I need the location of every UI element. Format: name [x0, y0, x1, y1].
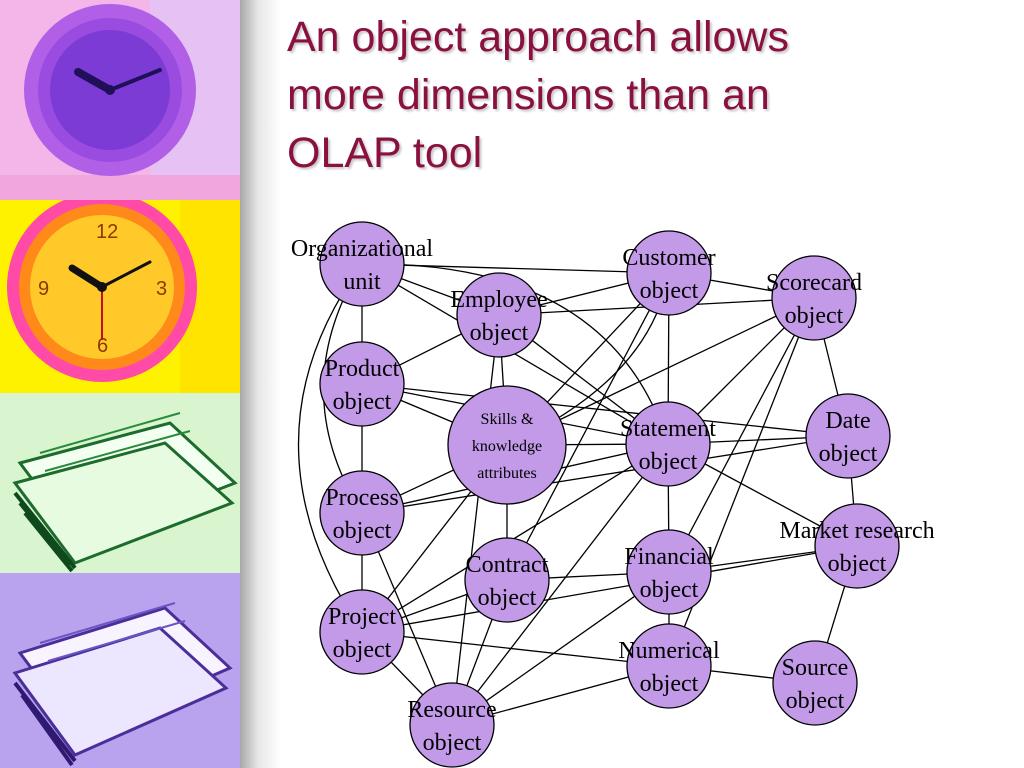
- node-label: object: [423, 730, 482, 756]
- edge-market-project: [361, 545, 858, 633]
- title-line: more dimensions than an: [287, 71, 770, 119]
- svg-text:9: 9: [38, 278, 49, 300]
- node-circle: [772, 640, 858, 726]
- curved-edge-org-project: [297, 263, 363, 633]
- node-financial: Financial object: [624, 529, 714, 615]
- node-statement: Statement object: [620, 401, 716, 487]
- node-circle: [319, 589, 405, 675]
- svg-text:12: 12: [96, 221, 118, 243]
- node-label: object: [333, 518, 392, 544]
- green-paper-stack-icon: [0, 393, 240, 573]
- node-circle: [409, 682, 495, 768]
- purple-clock-tile: [0, 0, 240, 200]
- node-label: knowledge: [472, 438, 542, 455]
- node-product: Product object: [319, 341, 405, 427]
- node-label: object: [639, 449, 698, 475]
- svg-text:3: 3: [156, 278, 167, 300]
- title-line: An object approach allows: [287, 13, 789, 61]
- node-label: Market research: [779, 518, 934, 544]
- node-circle: [626, 529, 712, 615]
- node-numerical: Numerical object: [618, 623, 720, 709]
- node-label: object: [640, 577, 699, 603]
- node-circle: [464, 537, 550, 623]
- diagram-nodes: OrganizationalunitEmployeeobjectCustomer…: [291, 221, 935, 768]
- edge-statement-resource: [451, 443, 669, 726]
- node-label: object: [333, 389, 392, 415]
- node-label: object: [785, 303, 844, 329]
- node-source: Source object: [772, 640, 858, 726]
- strip-shadow: [240, 0, 280, 768]
- node-process: Process object: [319, 470, 405, 556]
- orange-clock-tile: 12 3 6 9: [0, 200, 240, 393]
- slide-title: An object approach allows more dimension…: [287, 8, 1007, 182]
- node-customer: Customer object: [622, 230, 716, 316]
- node-label: Customer: [622, 245, 715, 271]
- edge-scorecard-numerical: [668, 297, 815, 667]
- node-contract: Contract object: [464, 537, 550, 623]
- node-label: attributes: [477, 465, 537, 482]
- node-label: Employee: [450, 287, 547, 313]
- node-circle: [456, 272, 542, 358]
- node-label: Contract: [466, 552, 549, 578]
- edge-numerical-project: [361, 631, 670, 667]
- node-circle: [319, 470, 405, 556]
- green-papers-tile: [0, 393, 240, 573]
- edge-scorecard-financial: [668, 297, 815, 573]
- node-employee: Employee object: [450, 272, 548, 358]
- node-label: Skills &: [481, 411, 534, 428]
- edge-statement-project: [361, 443, 669, 633]
- node-circle: [625, 401, 711, 487]
- edge-date-process: [361, 435, 849, 514]
- node-date: Date object: [805, 393, 891, 479]
- curved-edge-org-statement: [361, 263, 669, 445]
- node-project: Project object: [319, 589, 405, 675]
- node-label: Date: [825, 408, 870, 434]
- node-circle: [771, 255, 857, 341]
- svg-text:6: 6: [97, 335, 108, 357]
- edge-financial-resource: [451, 571, 670, 726]
- node-resource: Resource object: [407, 682, 497, 768]
- edge-customer-contract: [506, 272, 670, 581]
- node-circle: [447, 385, 567, 505]
- node-label: Product: [325, 356, 400, 382]
- node-circle: [814, 503, 900, 589]
- node-label: Financial: [624, 544, 714, 570]
- purple-wall-clock-icon: [0, 0, 240, 200]
- node-label: object: [640, 671, 699, 697]
- node-label: Project: [328, 604, 396, 630]
- node-label: Numerical: [618, 638, 720, 664]
- node-label: object: [333, 637, 392, 663]
- node-circle: [319, 221, 405, 307]
- node-circle: [805, 393, 891, 479]
- node-circle: [626, 230, 712, 316]
- title-line: OLAP tool: [287, 129, 483, 177]
- node-market: Market research object: [779, 503, 935, 589]
- node-label: unit: [343, 269, 381, 295]
- edge-product-date: [361, 383, 849, 437]
- node-label: Process: [325, 485, 398, 511]
- node-label: object: [640, 278, 699, 304]
- orange-wall-clock-icon: 12 3 6 9: [0, 200, 240, 393]
- node-label: Organizational: [291, 236, 434, 262]
- purple-paper-stack-icon: [0, 573, 240, 768]
- node-circle: [626, 623, 712, 709]
- node-scorecard: Scorecard object: [766, 255, 862, 341]
- node-label: object: [828, 551, 887, 577]
- node-circle: [319, 341, 405, 427]
- node-label: Source: [782, 655, 849, 681]
- node-skills: Skills & knowledge attributes: [447, 385, 567, 505]
- node-label: object: [786, 688, 845, 714]
- edge-employee-resource: [451, 314, 500, 726]
- node-label: object: [470, 320, 529, 346]
- node-label: Scorecard: [766, 270, 862, 296]
- node-label: object: [819, 441, 878, 467]
- purple-papers-tile: [0, 573, 240, 768]
- decorative-image-strip: 12 3 6 9: [0, 0, 240, 768]
- node-label: Resource: [407, 697, 496, 723]
- node-label: object: [478, 585, 537, 611]
- node-label: Statement: [620, 416, 716, 442]
- node-org: Organizational unit: [291, 221, 434, 307]
